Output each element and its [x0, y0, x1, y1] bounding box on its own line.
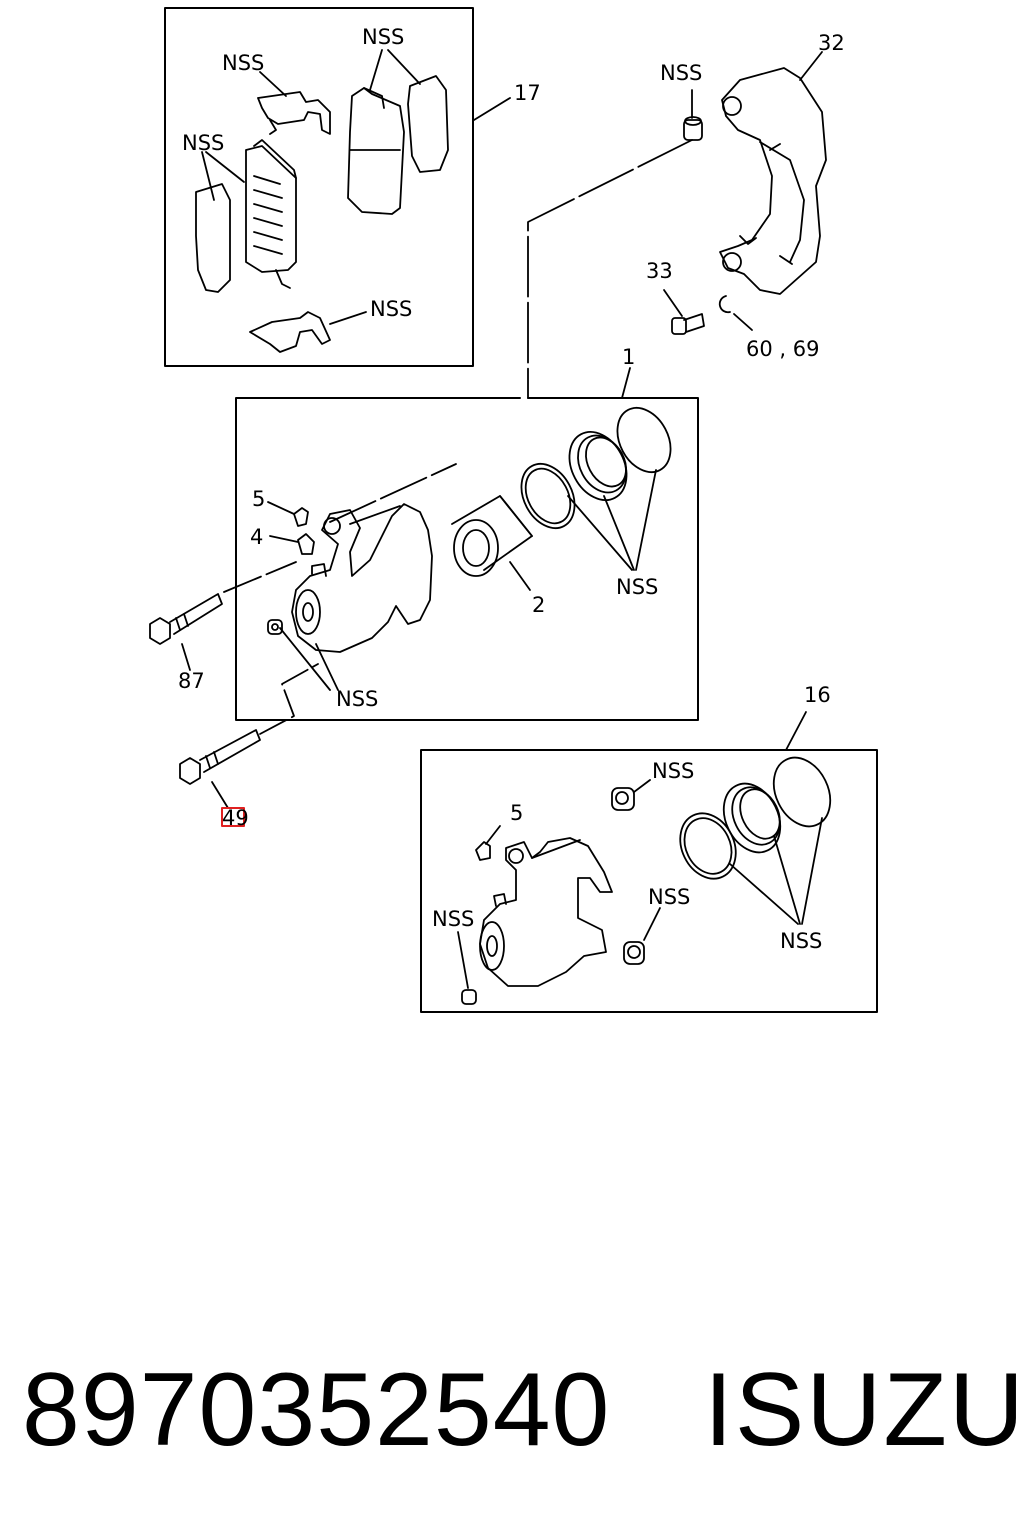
pad-kit-box: [164, 7, 474, 367]
caliper-bracket: [719, 67, 827, 295]
kit-bush-top: [611, 787, 635, 811]
pad-shim-inner: [195, 183, 231, 293]
piston: [451, 495, 533, 577]
caliper-body: [291, 503, 433, 653]
bleeder-nut: [267, 619, 283, 635]
kit-bush-mid: [623, 941, 645, 965]
kit-boot-ring: [772, 756, 832, 828]
callout-16: 16: [804, 683, 831, 707]
callout-87: 87: [178, 669, 205, 693]
nss-label: NSS: [648, 885, 690, 909]
nss-label: NSS: [370, 297, 412, 321]
repair-kit-box: [420, 749, 878, 1013]
highlight-box-49: [221, 807, 245, 827]
piston-seal: [520, 463, 576, 529]
nss-label: NSS: [182, 131, 224, 155]
callout-49: 49: [222, 806, 249, 830]
callout-17: 17: [514, 81, 541, 105]
bleeder-cap-5: [293, 507, 309, 527]
nss-label: NSS: [362, 25, 404, 49]
kit-dust-boot: [722, 782, 782, 854]
nss-label: NSS: [652, 759, 694, 783]
callout-5-kit: 5: [510, 801, 523, 825]
nss-label: NSS: [660, 61, 702, 85]
pad-clip-lower: [249, 311, 331, 353]
callout-60-69: 60 , 69: [746, 337, 819, 361]
exploded-parts-diagram: 17 32 33 60 , 69 1 5 4 2 87 49 16 5 NSS …: [149, 7, 878, 1013]
nss-label: NSS: [222, 51, 264, 75]
bleeder-screw-4: [297, 533, 315, 555]
kit-nut-bottom: [461, 989, 477, 1005]
callout-32: 32: [818, 31, 845, 55]
bracket-bush: [683, 116, 703, 141]
brake-pad-inner: [245, 139, 297, 273]
pad-shim-clip-upper: [257, 91, 331, 135]
callout-33: 33: [646, 259, 673, 283]
brake-pad-outer: [347, 87, 405, 215]
part-footer: 8970352540 ISUZU: [0, 1350, 1024, 1470]
callout-4: 4: [250, 525, 263, 549]
caliper-box: [235, 397, 699, 721]
nss-label: NSS: [616, 575, 658, 599]
nss-label: NSS: [432, 907, 474, 931]
bolt-33: [671, 313, 705, 335]
guide-bolt-49: [179, 729, 261, 785]
brand-name: ISUZU: [704, 1352, 1024, 1468]
callout-2: 2: [532, 593, 545, 617]
kit-caliper-body: [479, 837, 613, 987]
boot-ring: [616, 407, 672, 473]
nss-label: NSS: [780, 929, 822, 953]
pad-shim-outer: [407, 75, 449, 173]
retaining-clip: [718, 295, 731, 314]
nss-label: NSS: [336, 687, 378, 711]
guide-bolt-87: [149, 593, 223, 645]
callout-1: 1: [622, 345, 635, 369]
wear-indicator: [275, 269, 291, 289]
dust-boot: [568, 431, 628, 501]
kit-piston-seal: [679, 812, 737, 880]
kit-bleeder-cap: [475, 841, 491, 861]
part-number: 8970352540: [22, 1352, 611, 1468]
callout-5-caliper: 5: [252, 487, 265, 511]
